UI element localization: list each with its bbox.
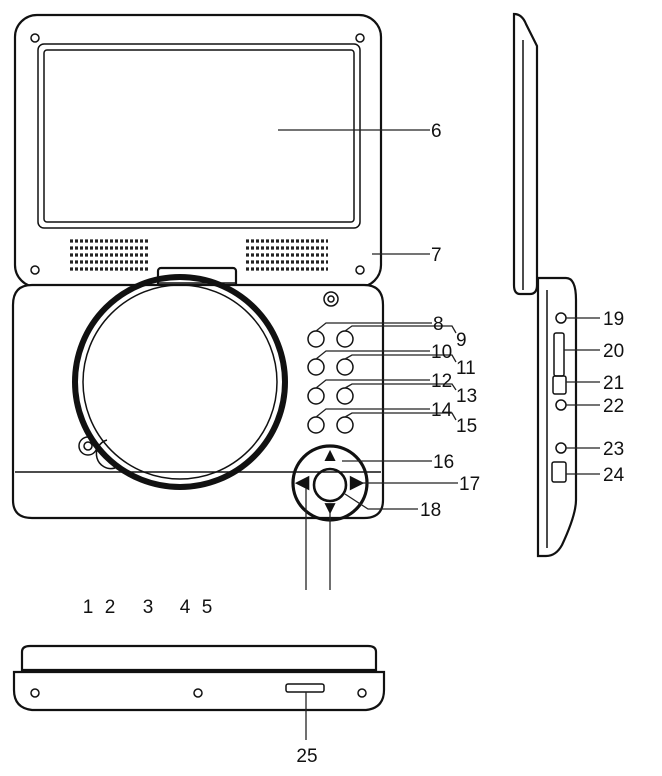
screw (355, 33, 365, 43)
front-view: ▲ ▼ ◀ ▶ (11, 13, 385, 522)
callout-22: 22 (603, 396, 624, 417)
callout-7: 7 (431, 245, 442, 266)
callout-24: 24 (603, 465, 625, 486)
leader-lines (278, 129, 600, 740)
callout-labels: 1 2 3 4 5 6 7 8 9 10 11 12 13 14 15 16 1… (83, 121, 625, 767)
disc-lid-inner (82, 284, 278, 480)
callout-16: 16 (433, 452, 454, 473)
screen-bezel (37, 43, 361, 229)
callout-4: 4 (180, 597, 191, 618)
bottom-lid (20, 644, 378, 672)
screw (30, 33, 40, 43)
side-lid (512, 12, 539, 296)
callout-11: 11 (456, 358, 476, 379)
callout-6: 6 (431, 121, 442, 142)
callout-9: 9 (456, 330, 467, 351)
speaker-grille-left (70, 239, 150, 271)
callout-25: 25 (296, 746, 317, 767)
speaker-grille-right (246, 239, 328, 271)
callout-8: 8 (433, 314, 444, 335)
callout-5: 5 (202, 597, 213, 618)
bottom-view (12, 644, 386, 712)
callout-2: 2 (105, 597, 116, 618)
usb-port[interactable] (551, 461, 567, 483)
callout-12: 12 (431, 371, 452, 392)
callout-21: 21 (603, 373, 624, 394)
callout-13: 13 (456, 386, 477, 407)
power-led (78, 436, 98, 456)
enter-button[interactable] (312, 467, 348, 503)
callout-10: 10 (431, 342, 452, 363)
callout-19: 19 (603, 309, 624, 330)
disc-lid-outer (72, 274, 288, 490)
callout-20: 20 (603, 341, 624, 362)
callout-14: 14 (431, 400, 453, 421)
screw (355, 265, 365, 275)
open-button[interactable] (95, 439, 116, 470)
bottom-base (12, 670, 386, 712)
callout-17: 17 (459, 474, 480, 495)
callout-1: 1 (83, 597, 94, 618)
callout-15: 15 (456, 416, 477, 437)
callout-23: 23 (603, 439, 624, 460)
lcd-screen (43, 49, 355, 223)
callout-3: 3 (143, 597, 154, 618)
screw (30, 265, 40, 275)
ir-sensor (323, 291, 339, 307)
arrow-down-icon: ▼ (321, 498, 340, 519)
callout-18: 18 (420, 500, 441, 521)
arrow-left-icon: ◀ (295, 472, 310, 493)
arrow-up-icon: ▲ (321, 445, 340, 466)
arrow-right-icon: ▶ (350, 472, 365, 493)
screen-lid (13, 13, 383, 289)
bottom-port[interactable] (285, 683, 325, 693)
side-view (512, 12, 578, 558)
power-switch[interactable] (552, 375, 567, 395)
